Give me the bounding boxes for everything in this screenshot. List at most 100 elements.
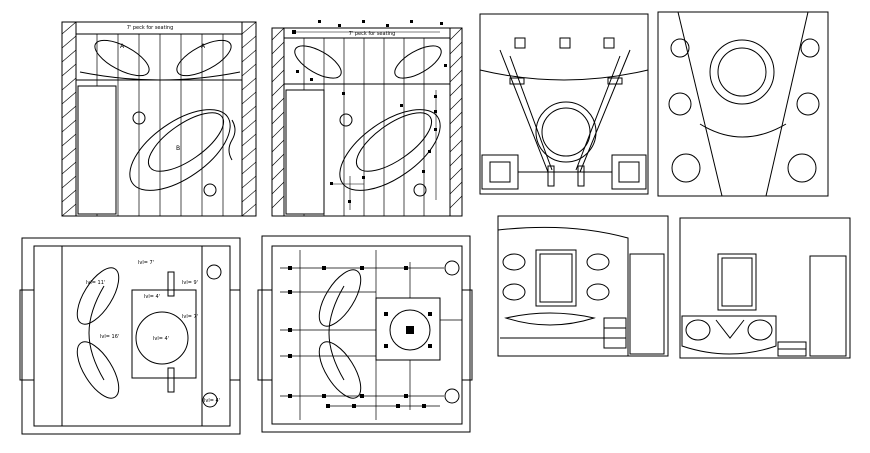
- panel-b-light-3: [671, 153, 701, 183]
- electrical-wiring: [280, 250, 462, 420]
- side-a-light-3: [586, 253, 610, 271]
- panel-b-circle-inner: [717, 47, 767, 97]
- side-a-vanity: [504, 312, 596, 326]
- level-dim-4-center: lvl= 4': [153, 336, 169, 342]
- side-b-basin-2: [747, 319, 773, 341]
- panel-a-circle-inner: [541, 107, 591, 157]
- electrical-light-1: [444, 260, 460, 276]
- panel-b-light-5: [796, 92, 820, 116]
- panel-a-square-3: [603, 37, 615, 49]
- panel-a-arc: [479, 69, 649, 81]
- level-dim-11: lvl= 11': [86, 280, 105, 286]
- elevation-b-dimension-markers: [292, 20, 447, 203]
- elevation-a-left-wall: [61, 21, 77, 217]
- side-b-mirror-inner: [721, 257, 753, 307]
- elevation-b-left-wall: [271, 27, 285, 217]
- level-dim-7b: lvl= 7': [182, 314, 198, 320]
- level-plan-ellipse-bottom: [76, 341, 120, 399]
- electrical-light-2: [444, 388, 460, 404]
- panel-a-frame: [479, 13, 649, 195]
- panel-a-leg-left: [547, 165, 555, 187]
- level-plan-center-circle: [135, 311, 189, 365]
- elevation-b-ellipse-large: [339, 109, 441, 191]
- electrical-layout-plan: [257, 235, 473, 433]
- panel-a-box-right-inner: [618, 161, 640, 183]
- panel-a-box-left-inner: [489, 161, 511, 183]
- panel-a-box-left: [481, 154, 519, 190]
- elevation-a-tag-b: B: [176, 145, 180, 152]
- side-a-mirror: [535, 249, 577, 307]
- electrical-s-curve: [328, 285, 345, 381]
- elevation-b-hatch: [271, 27, 463, 209]
- panel-b-light-4: [800, 38, 820, 58]
- panel-a-bracket-left: [509, 77, 525, 85]
- elevation-b-light-1: [339, 113, 353, 127]
- elevation-a-curtain: [228, 119, 236, 161]
- level-dim-7: lvl= 7': [138, 260, 154, 266]
- side-b-door: [809, 255, 847, 357]
- panel-a-diag-left-inner: [509, 55, 553, 171]
- elevation-b-ellipse-inner: [356, 112, 432, 172]
- panel-b-light-6: [787, 153, 817, 183]
- ellipse-b-inner: [148, 112, 224, 172]
- elevation-a: 7' peck for seating A A B: [61, 21, 257, 217]
- level-plan-center-box: [131, 289, 197, 379]
- electrical-plan-frame: [261, 235, 471, 433]
- elevation-a-tag-a-left: A: [120, 43, 125, 50]
- elevation-a-light-1: [132, 111, 146, 125]
- side-b-vanity: [681, 315, 777, 355]
- electrical-plan-window-right: [461, 289, 473, 381]
- level-plan-strip-top: [167, 271, 175, 297]
- elevation-a-arc: [79, 71, 241, 81]
- elevation-a-light-2: [203, 183, 217, 197]
- elevation-b-ellipse-left: [294, 45, 342, 79]
- side-a-mirror-inner: [539, 253, 573, 303]
- elevation-a-door: [77, 85, 117, 215]
- side-a-frame: [497, 215, 669, 357]
- level-plan-ellipse-top: [76, 267, 120, 325]
- level-plan-window-right: [229, 289, 241, 381]
- side-a-cabinet: [603, 317, 627, 349]
- side-a-light-1: [502, 253, 526, 271]
- ellipse-a-right: [176, 39, 232, 77]
- level-plan-light-2: [202, 392, 218, 408]
- panel-b-arc: [699, 123, 787, 138]
- side-elevation-b: [679, 217, 851, 359]
- panel-a-square-2: [559, 37, 571, 49]
- level-plan-s-curve: [88, 285, 105, 381]
- level-plan-strip-bottom: [167, 367, 175, 393]
- elevation-a-tag-a-right: A: [201, 43, 206, 50]
- electrical-fixture-markers: [288, 266, 432, 408]
- panel-b-light-1: [670, 38, 690, 58]
- panel-b-circle-outer: [709, 39, 775, 105]
- electrical-plan-inner: [271, 245, 463, 425]
- panel-a-diag-left: [499, 49, 549, 173]
- elevation-b-light-2: [413, 183, 427, 197]
- elevation-b: 7' peck for seating: [271, 20, 463, 217]
- panel-a-leg-right: [577, 165, 585, 187]
- panel-b-light-2: [668, 92, 692, 116]
- side-a-light-4: [586, 283, 610, 301]
- side-a-light-2: [502, 283, 526, 301]
- ellipse-b-large: [129, 109, 231, 191]
- side-b-basin-1: [685, 319, 711, 341]
- side-b-v-detail: [715, 319, 745, 339]
- panel-a-box-right: [611, 154, 647, 190]
- level-dim-9: lvl= 9': [182, 280, 198, 286]
- panel-b-diag-right: [765, 11, 809, 197]
- level-plan-window-left: [19, 289, 35, 381]
- elevation-a-header-note: 7' peck for seating: [127, 25, 174, 31]
- electrical-plan-window-left: [257, 289, 273, 381]
- panel-a-circle-outer: [535, 101, 597, 163]
- ceiling-panel-detail-b: [657, 11, 829, 197]
- panel-a-diag-right-inner: [575, 55, 621, 171]
- level-dim-4-corner: lvl= 4': [204, 398, 220, 404]
- elevation-b-leader-lines: [296, 31, 440, 210]
- elevation-a-hatch: [61, 21, 257, 217]
- level-plan-light-1: [206, 264, 222, 280]
- electrical-ellipse-bottom: [318, 341, 362, 399]
- panel-a-bracket-right: [607, 77, 623, 85]
- level-plan-frame: [21, 237, 241, 435]
- elevation-b-right-wall: [449, 27, 463, 217]
